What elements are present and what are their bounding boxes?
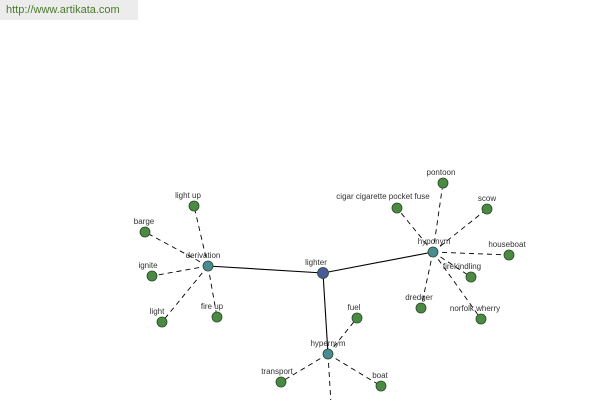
- node-label-hyponym: hyponym: [418, 237, 451, 246]
- node-label-barge: barge: [134, 217, 155, 226]
- graph-edges: [144, 182, 510, 400]
- node-label-fuel: fuel: [348, 303, 361, 312]
- node-label-light-up: light up: [175, 191, 201, 200]
- node-label-fire-up: fire up: [201, 302, 224, 311]
- edge-hyponym-scow: [432, 208, 488, 253]
- edge-derivation-light: [161, 265, 209, 323]
- edge-hyponym-firekindling: [432, 251, 472, 278]
- edge-lighter-derivation: [207, 265, 324, 274]
- source-link[interactable]: http://www.artikata.com: [0, 0, 138, 20]
- relation-node-derivation[interactable]: [202, 260, 214, 272]
- edge-derivation-barge: [144, 231, 209, 267]
- leaf-node-barge[interactable]: [139, 226, 151, 238]
- edge-hypernym-boat: [327, 353, 382, 387]
- leaf-node-fire-up[interactable]: [211, 311, 223, 323]
- leaf-node-light[interactable]: [156, 316, 168, 328]
- edge-derivation-light-up: [193, 205, 209, 267]
- root-node-lighter[interactable]: [317, 267, 329, 279]
- node-label-boat: boat: [372, 371, 388, 380]
- node-label-derivation: derivation: [186, 251, 221, 260]
- leaf-node-scow[interactable]: [481, 203, 493, 215]
- node-label-scow: scow: [478, 194, 496, 203]
- node-label-ignite: ignite: [138, 261, 158, 270]
- edge-hypernym-offscreen-hypernym-leaf: [327, 353, 332, 400]
- node-label-dredger: dredger: [405, 293, 433, 302]
- edge-derivation-ignite: [151, 265, 209, 277]
- node-label-firekindling: firekindling: [443, 262, 481, 271]
- leaf-node-ignite[interactable]: [146, 270, 158, 282]
- node-label-light: light: [150, 307, 165, 316]
- edge-hyponym-pontoon: [432, 182, 444, 253]
- edge-hyponym-houseboat: [432, 251, 510, 256]
- edge-lighter-hypernym: [322, 272, 329, 355]
- node-label-cigar-cigarette-pocket-fuse: cigar cigarette pocket fuse: [336, 192, 430, 201]
- graph-labels: lighter derivation hyponym hypernym light up…: [134, 168, 527, 380]
- leaf-node-transport[interactable]: [275, 376, 287, 388]
- edge-hyponym-norfolk-wherry: [432, 251, 482, 320]
- graph-nodes: [139, 177, 515, 392]
- node-label-lighter: lighter: [305, 258, 327, 267]
- relation-node-hyponym[interactable]: [427, 246, 439, 258]
- relation-node-hypernym[interactable]: [322, 348, 334, 360]
- node-label-transport: transport: [261, 367, 293, 376]
- leaf-node-norfolk-wherry[interactable]: [475, 313, 487, 325]
- edge-hyponym-cigar-cigarette-pocket-fuse: [396, 207, 434, 253]
- edge-hyponym-dredger: [420, 251, 434, 309]
- node-label-norfolk-wherry: norfolk wherry: [450, 304, 500, 313]
- leaf-node-light-up[interactable]: [188, 200, 200, 212]
- edge-lighter-hyponym: [322, 251, 434, 274]
- leaf-node-fuel[interactable]: [351, 312, 363, 324]
- node-label-pontoon: pontoon: [427, 168, 456, 177]
- node-label-hypernym: hypernym: [310, 339, 345, 348]
- leaf-node-dredger[interactable]: [415, 302, 427, 314]
- node-label-houseboat: houseboat: [488, 240, 526, 249]
- edge-hypernym-fuel: [327, 317, 358, 355]
- leaf-node-pontoon[interactable]: [437, 177, 449, 189]
- leaf-node-houseboat[interactable]: [503, 249, 515, 261]
- leaf-node-cigar-cigarette-pocket-fuse[interactable]: [391, 202, 403, 214]
- leaf-node-boat[interactable]: [375, 380, 387, 392]
- leaf-node-firekindling[interactable]: [465, 271, 477, 283]
- edge-hypernym-transport: [280, 353, 329, 383]
